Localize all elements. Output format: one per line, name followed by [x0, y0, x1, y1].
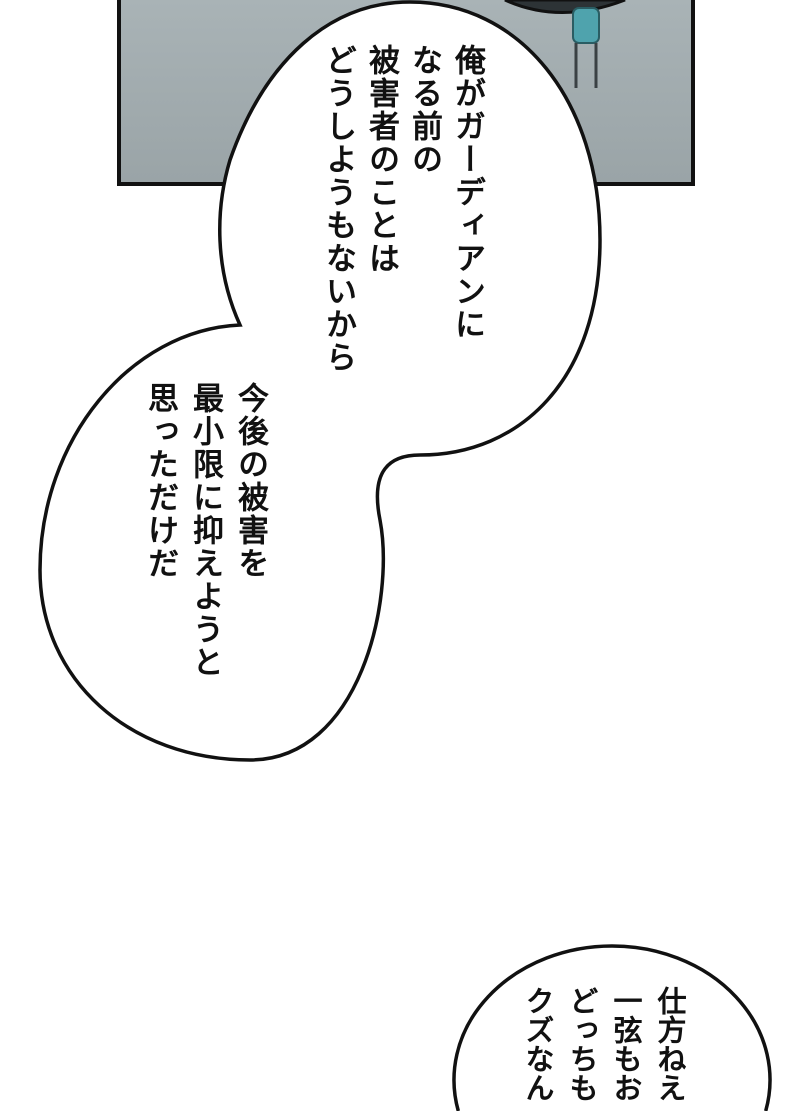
dialogue-line: どっちも	[565, 986, 599, 1102]
chair-illustration	[504, 0, 626, 88]
dialogue-line: 一弦もお	[609, 986, 643, 1102]
dialogue-line: 今後の被害を	[232, 382, 268, 580]
dialogue-text-1: 俺がガーディアンに なる前の 被害者のことは どうしようもないから	[316, 44, 488, 374]
dialogue-line: 被害者のことは	[363, 44, 399, 275]
dialogue-text-2: 今後の被害を 最小限に抑えようと 思っただけだ	[137, 382, 272, 679]
dialogue-line: 思っただけだ	[142, 382, 178, 580]
dialogue-text-3: 仕方ねえ 一弦もお どっちも クズなん	[516, 986, 692, 1102]
dialogue-line: 俺がガーディアンに	[449, 44, 485, 341]
dialogue-line: なる前の	[406, 44, 442, 176]
dialogue-line: どうしようもないから	[320, 44, 356, 374]
dialogue-line: 最小限に抑えようと	[187, 382, 223, 679]
dialogue-line: 仕方ねえ	[653, 986, 687, 1102]
dialogue-line: クズなん	[521, 986, 555, 1102]
speech-bubble-bottom	[452, 944, 772, 1111]
speech-bubble-main	[38, 0, 602, 762]
